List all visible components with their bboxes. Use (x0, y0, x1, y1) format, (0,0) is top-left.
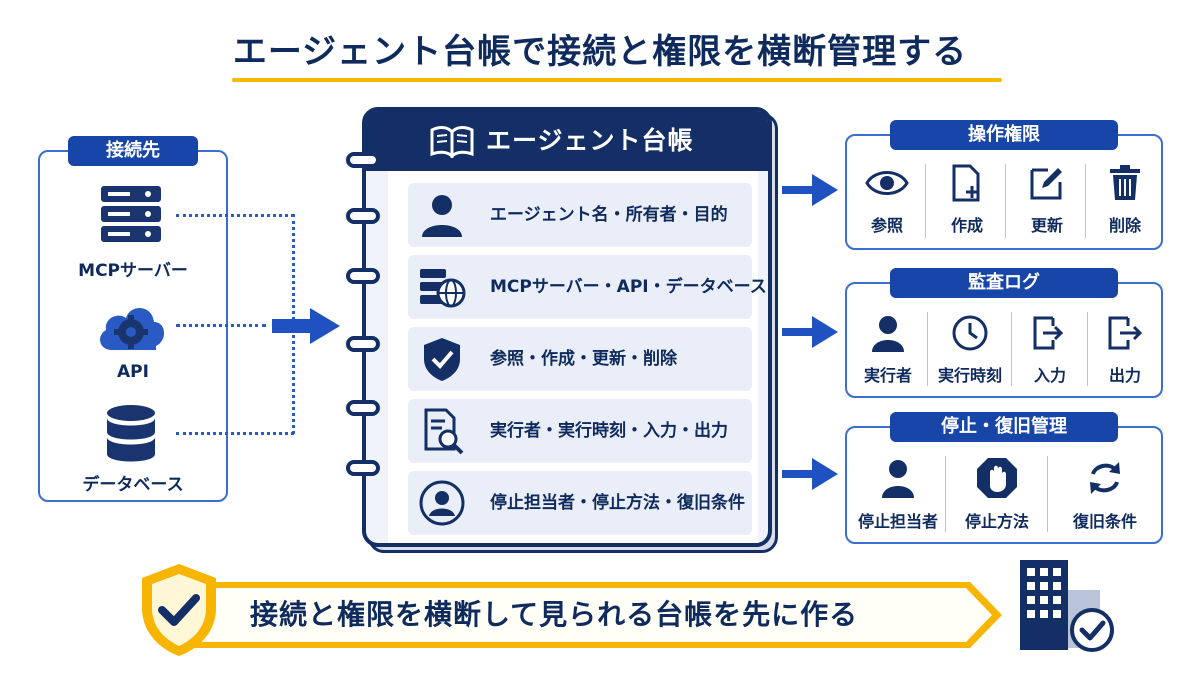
database-icon (107, 405, 155, 462)
permission-create: 作成 (929, 164, 1005, 244)
banner-text: 接続と権限を横断して見られる台帳を先に作る (250, 598, 859, 631)
arrow-right-icon (782, 174, 838, 206)
ledger-row: 停止担当者・停止方法・復旧条件 (408, 471, 752, 535)
ledger-header: エージェント台帳 (366, 111, 768, 171)
arrow-right-icon (782, 458, 838, 490)
source-label-mcp: MCPサーバー (78, 261, 188, 281)
ledger-row-label: MCPサーバー・API・データベース (490, 277, 767, 297)
stop-method: 停止方法 (947, 456, 1047, 536)
connector-line (176, 324, 266, 327)
arrow-right-icon (782, 316, 838, 348)
ledger-body: エージェント名・所有者・目的 MCPサーバー・API・データベース 参照・作成・… (388, 171, 767, 543)
permission-view: 参照 (849, 164, 925, 244)
connector-line (176, 432, 294, 435)
recovery-condition: 復旧条件 (1049, 458, 1161, 538)
binder-ring (346, 460, 380, 476)
ledger-row-label: 参照・作成・更新・削除 (490, 349, 677, 369)
user-circle-icon (419, 480, 465, 526)
audit-log-header: 監査ログ (890, 268, 1118, 298)
audit-executor: 実行者 (849, 314, 927, 394)
eye-icon (865, 171, 909, 195)
binder-ring (346, 208, 380, 224)
binder-ring (346, 152, 380, 168)
ledger-row: 参照・作成・更新・削除 (408, 327, 752, 391)
binder-ring (346, 336, 380, 352)
shield-check-icon (424, 338, 460, 381)
server-icon (101, 186, 161, 242)
refresh-icon (1090, 462, 1120, 494)
audit-time: 実行時刻 (929, 314, 1011, 394)
person-icon (882, 460, 914, 498)
book-icon (430, 126, 474, 158)
output-icon (1108, 316, 1143, 350)
edit-icon (1030, 168, 1062, 200)
person-icon (422, 195, 462, 237)
binder-ring (346, 268, 380, 284)
building-check-icon (1020, 560, 1114, 652)
arrow-right-icon (272, 308, 340, 344)
stop-owner: 停止担当者 (851, 458, 945, 538)
page-title: エージェント台帳で接続と権限を横断管理する (232, 32, 968, 72)
server-globe-icon (420, 269, 466, 308)
stop-hand-icon (977, 458, 1017, 498)
cloud-gear-icon (100, 307, 165, 350)
permission-delete: 削除 (1089, 164, 1161, 244)
binder-ring (346, 400, 380, 416)
agent-ledger: エージェント台帳 エージェント名・所有者・目的 (362, 107, 772, 547)
bottom-banner (180, 582, 1002, 648)
permissions-group: 参照 作成 更新 削除 (845, 134, 1163, 250)
ledger-row-label: 実行者・実行時刻・入力・出力 (490, 421, 728, 441)
document-search-icon (424, 408, 464, 455)
shield-check-icon (142, 564, 216, 656)
ledger-row: エージェント名・所有者・目的 (408, 183, 752, 247)
source-label-api: API (117, 362, 149, 382)
ledger-row-label: 停止担当者・停止方法・復旧条件 (490, 493, 745, 513)
clock-icon (952, 315, 988, 351)
ledger-row: 実行者・実行時刻・入力・出力 (408, 399, 752, 463)
stop-recovery-group: 停止担当者 停止方法 復旧条件 (845, 426, 1163, 544)
source-label-database: データベース (82, 475, 184, 495)
ledger-row-label: エージェント名・所有者・目的 (490, 205, 728, 225)
audit-log-group: 実行者 実行時刻 入力 出力 (845, 282, 1163, 398)
sources-header: 接続先 (68, 136, 198, 166)
title-underline (232, 78, 1002, 82)
audit-input: 入力 (1013, 314, 1087, 394)
permissions-header: 操作権限 (890, 120, 1118, 150)
permission-update: 更新 (1009, 164, 1085, 244)
audit-output: 出力 (1089, 314, 1161, 394)
connector-line (176, 214, 294, 217)
input-icon (1033, 316, 1064, 350)
stop-recovery-header: 停止・復旧管理 (890, 412, 1118, 442)
person-icon (872, 316, 904, 352)
file-plus-icon (952, 164, 980, 202)
ledger-row: MCPサーバー・API・データベース (408, 255, 767, 319)
trash-icon (1110, 165, 1140, 200)
